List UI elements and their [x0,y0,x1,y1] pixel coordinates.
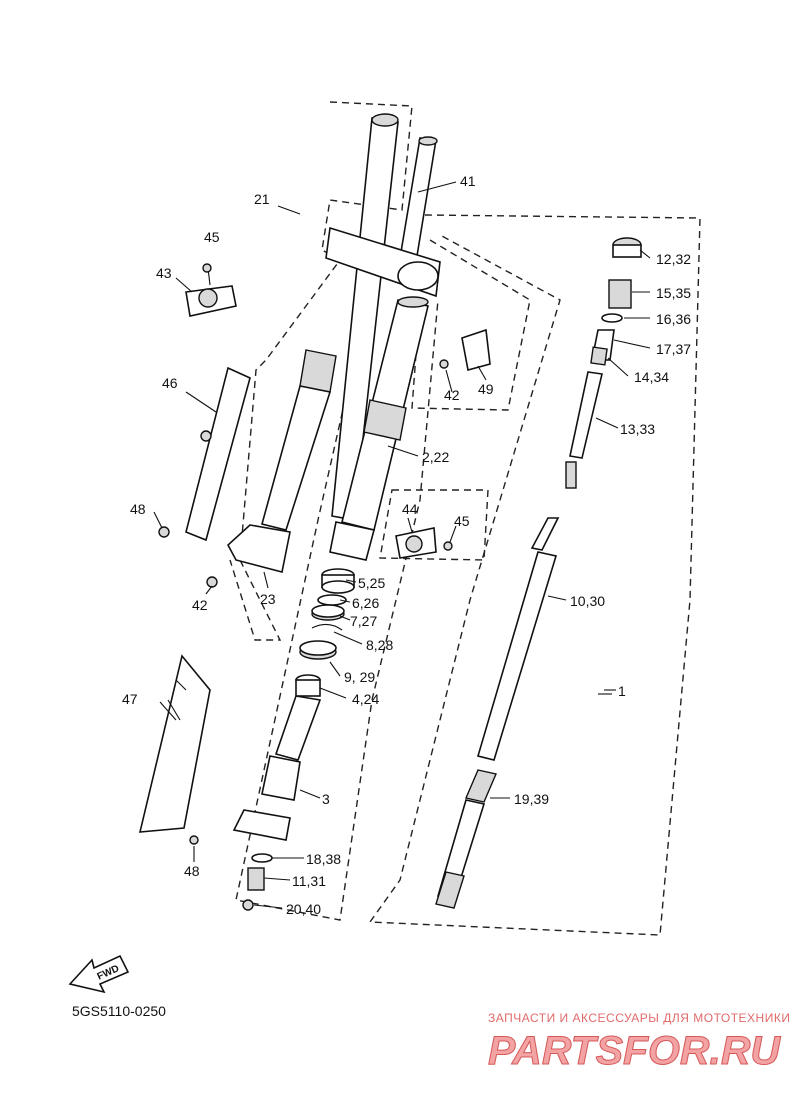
watermark-tagline: ЗАПЧАСТИ И АКСЕССУАРЫ ДЛЯ МОТОТЕХНИКИ [488,1011,790,1025]
small-parts-lower [242,853,273,911]
label-20-40: 20,40 [286,901,321,917]
clamp-44 [395,527,453,559]
label-18-38: 18,38 [306,851,341,867]
cartridge-assembly [435,237,642,909]
diagram-code: 5GS5110-0250 [72,1003,166,1019]
label-5-25: 5,25 [358,575,385,591]
label-46: 46 [162,375,178,391]
label-47: 47 [122,691,138,707]
label-23: 23 [260,591,276,607]
label-2-22: 2,22 [422,449,449,465]
watermark-logo: PARTSFOR.RU [488,1029,781,1073]
group-outline-clamp [379,489,489,561]
label-43: 43 [156,265,172,281]
label-48-upper: 48 [130,501,146,517]
label-3: 3 [322,791,330,807]
lower-outer-3 [232,674,322,841]
outer-tube-2-22 [329,296,429,561]
steering-stem-41 [325,136,441,298]
label-12-32: 12,32 [656,251,691,267]
label-48-lower: 48 [184,863,200,879]
label-4-24: 4,24 [352,691,379,707]
label-13-33: 13,33 [620,421,655,437]
guard-46 [158,366,251,588]
label-7-27: 7,27 [350,613,377,629]
part-labels: 21 41 45 43 12,32 15,35 16,36 17,37 14,3… [122,173,691,917]
bracket-43 [185,263,237,317]
label-9-29: 9, 29 [344,669,375,685]
label-15-35: 15,35 [656,285,691,301]
label-21: 21 [254,191,270,207]
group-outline-steering [411,239,531,411]
label-49: 49 [478,381,494,397]
label-17-37: 17,37 [656,341,691,357]
label-8-28: 8,28 [366,637,393,653]
bracket-49 [439,328,491,372]
inner-tube-21 [227,113,399,573]
label-44: 44 [402,501,418,517]
label-45-lower: 45 [454,513,470,529]
label-19-39: 19,39 [514,791,549,807]
leader-lines [153,181,651,909]
fwd-arrow-icon: FWD [68,954,130,994]
label-1: 1 [618,683,626,699]
label-14-34: 14,34 [634,369,669,385]
label-10-30: 10,30 [570,593,605,609]
label-42-lower: 42 [192,597,208,613]
label-11-31: 11,31 [292,873,326,889]
guard-47 [138,654,211,845]
label-41: 41 [460,173,476,189]
seal-stack [299,568,355,660]
label-16-36: 16,36 [656,311,691,327]
label-6-26: 6,26 [352,595,379,611]
label-42-upper: 42 [444,387,460,403]
group-outline-cartridge [368,214,701,936]
group-outline-outer-tube [229,101,413,641]
label-45-upper: 45 [204,229,220,245]
